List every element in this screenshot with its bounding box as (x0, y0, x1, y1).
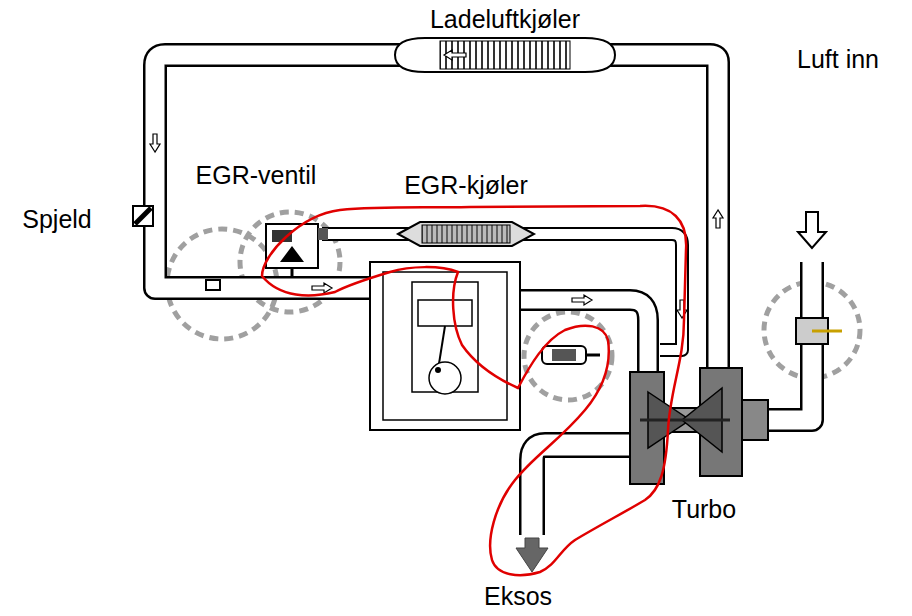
part-label: EGR-ventil (196, 162, 317, 190)
air-mass-sensor (796, 318, 842, 344)
part-label: Turbo (672, 496, 736, 524)
part-label: Ladeluftkjøler (430, 6, 580, 34)
part-label: Luft inn (797, 46, 879, 74)
part-label: Eksos (484, 583, 552, 611)
engine (370, 262, 520, 430)
intake-sensor (206, 280, 220, 290)
flow-arrows (150, 50, 826, 318)
intercooler (395, 38, 615, 72)
egr-cooler (398, 222, 534, 246)
turbocharger (630, 368, 768, 484)
egr-valve (266, 224, 328, 278)
exhaust-pipe (515, 300, 648, 537)
exhaust-sensor (542, 346, 600, 364)
throttle (133, 206, 153, 226)
charge-air-pipe (155, 55, 718, 372)
part-label: EGR-kjøler (404, 172, 528, 200)
exhaust-arrow (516, 538, 548, 572)
egr-circuit-outline (262, 206, 686, 575)
part-label: Spjeld (22, 206, 92, 234)
